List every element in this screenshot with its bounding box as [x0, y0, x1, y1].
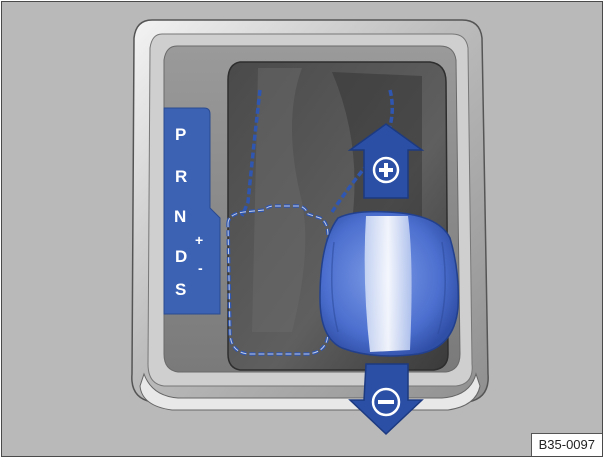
figure-code: B35-0097 [531, 433, 602, 456]
gear-p-label: P [175, 125, 186, 144]
gear-d-label: D [175, 247, 187, 266]
gear-n-label: N [174, 207, 186, 226]
gate-plus-label: + [195, 232, 203, 248]
selector-lever [320, 212, 458, 356]
gear-s-label: S [175, 280, 186, 299]
gate-minus-label: - [198, 260, 203, 276]
gear-r-label: R [175, 167, 187, 186]
